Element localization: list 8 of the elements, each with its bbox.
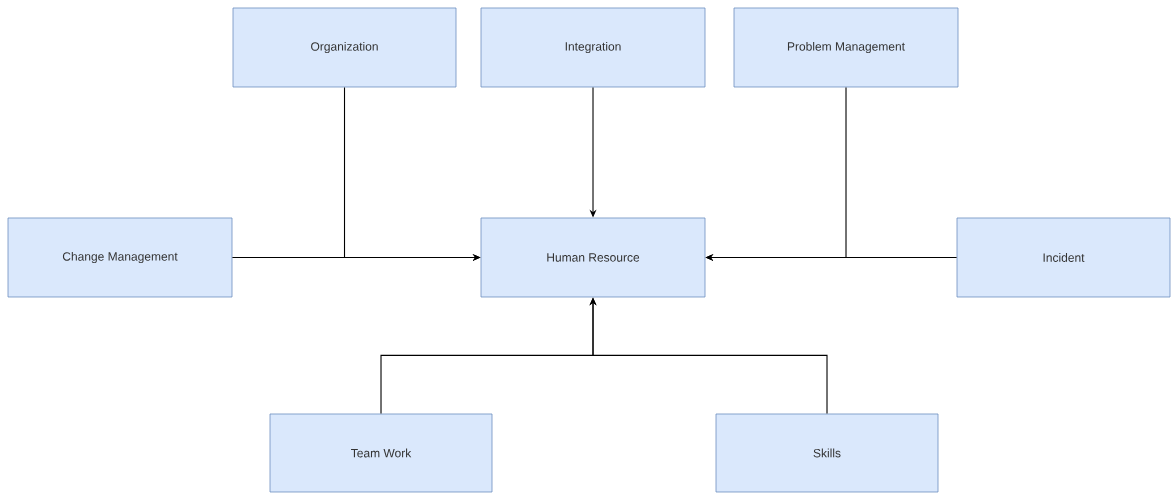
process-box: Team Work [269,413,493,493]
process-box: Integration [480,7,706,88]
process-box: Organization [232,7,457,88]
process-box: Problem Management [733,7,959,88]
process-box: Incident [956,217,1171,298]
process-box: Skills [715,413,939,493]
process-box: Change Management [7,217,233,298]
process-box: Human Resource [480,217,706,298]
